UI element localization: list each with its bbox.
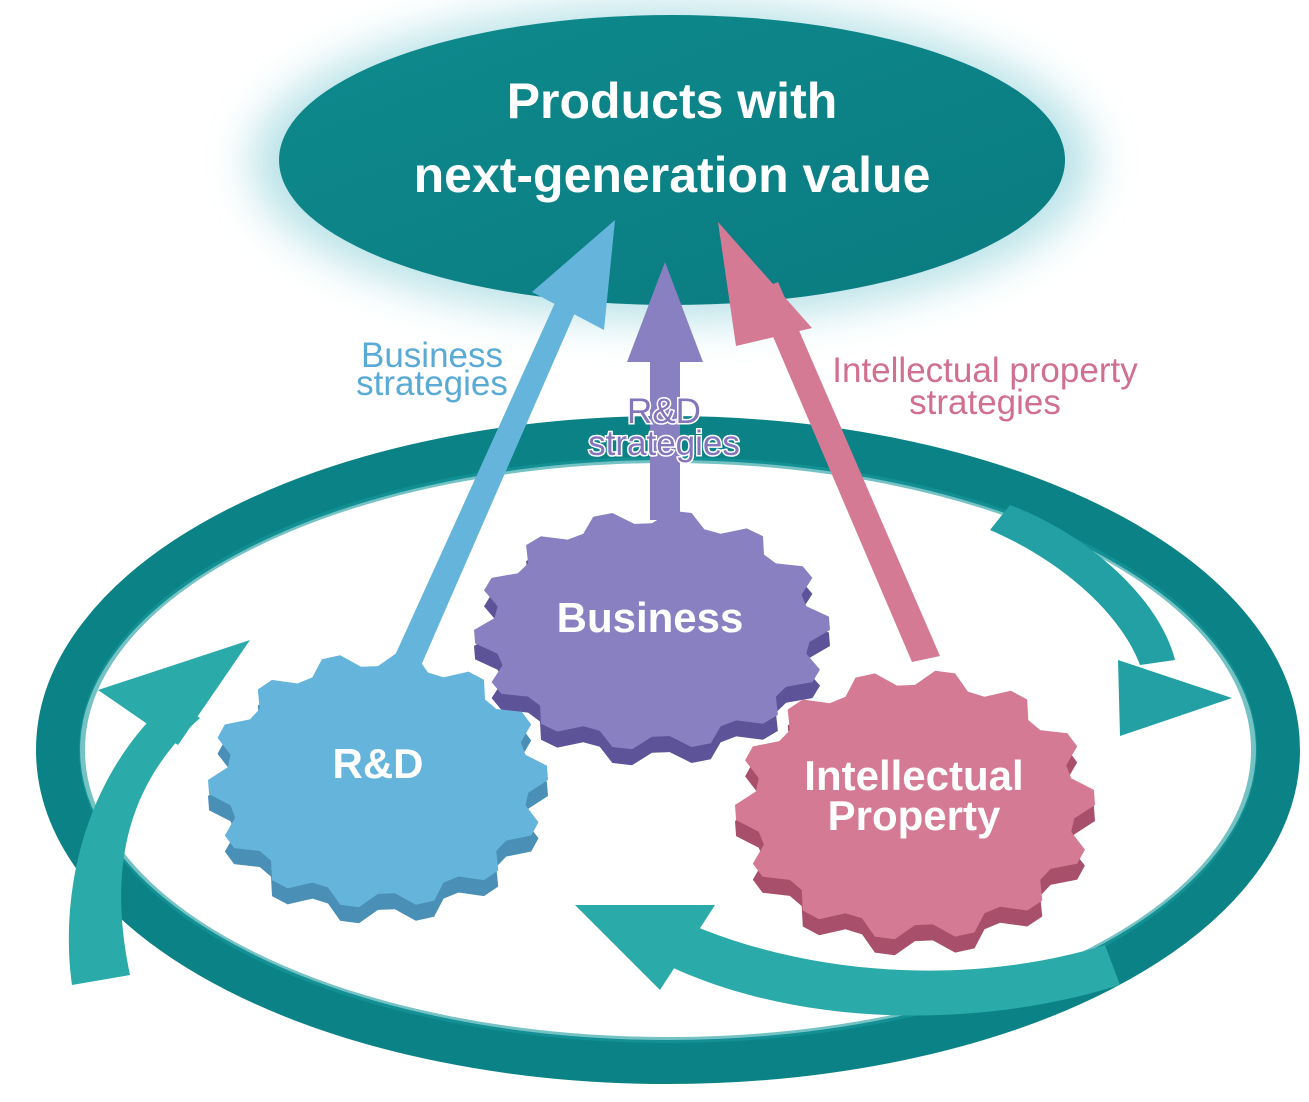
business-arrow-icon [627, 262, 703, 520]
business-strategies-label: Business strategies [355, 335, 510, 405]
rnd-gear-icon [208, 652, 548, 924]
ip-strategies-line2: strategies [909, 383, 1061, 422]
gear-rnd-face [208, 652, 548, 908]
ip-gear-label-line1: Intellectual [804, 752, 1023, 799]
goal-title-line1: Products with [507, 73, 838, 129]
cycle-arrow-right-icon [990, 505, 1232, 736]
business-strategies-line2: strategies [356, 364, 508, 403]
goal-title-line2: next-generation value [414, 147, 931, 203]
business-gear-icon [474, 510, 830, 766]
rnd-gear-label: R&D [333, 740, 424, 787]
gear-business-face [474, 510, 830, 750]
ip-arrow-icon [718, 222, 940, 662]
rnd-strategies-label: R&D strategies [587, 391, 742, 465]
ip-strategies-label: Intellectual property strategies [831, 350, 1140, 424]
ip-strategies-line1: Intellectual property [832, 351, 1138, 390]
ip-gear-icon [735, 670, 1095, 956]
gear-ip-face [735, 670, 1095, 940]
goal-ellipse [252, 4, 1092, 320]
rnd-strategies-line1: R&D [627, 392, 701, 431]
rnd-strategies-line2: strategies [588, 424, 740, 463]
business-gear-label: Business [557, 594, 744, 641]
cycle-arrow-bottom-icon [575, 905, 1120, 1016]
ip-gear-label-line2: Property [828, 792, 1001, 839]
rnd-arrow-icon [392, 220, 615, 668]
cycle-arrow-left-icon [68, 640, 250, 985]
business-strategies-line1: Business [361, 336, 503, 375]
